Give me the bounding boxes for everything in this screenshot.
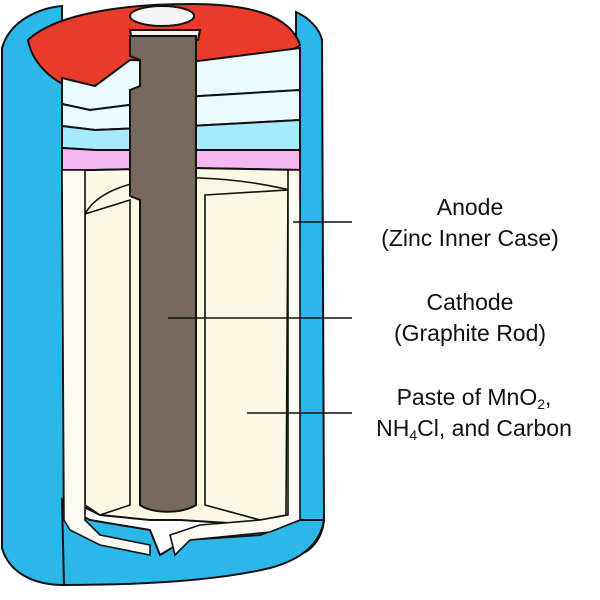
cathode-label: Cathode (Graphite Rod) — [355, 287, 585, 349]
cathode-label-line1: Cathode — [426, 289, 514, 315]
anode-label-line2: (Zinc Inner Case) — [381, 225, 559, 251]
paste-line2-subscript: 4 — [409, 427, 418, 443]
paste-line1-text: Paste of MnO — [396, 384, 538, 410]
anode-label: Anode (Zinc Inner Case) — [355, 192, 585, 254]
paste-line1-comma: , — [545, 384, 552, 410]
paste-cut-face-right — [204, 189, 289, 521]
paste-line2-text-b: Cl, and Carbon — [417, 415, 572, 441]
paste-label-line2: NH4Cl, and Carbon — [348, 413, 600, 444]
cap-terminal — [129, 5, 195, 27]
graphite-rod — [129, 35, 197, 513]
zinc-inner-right — [169, 169, 301, 557]
anode-label-line1: Anode — [436, 194, 504, 220]
paste-label: Paste of MnO2, NH4Cl, and Carbon — [348, 382, 600, 444]
cathode-label-line2: (Graphite Rod) — [393, 320, 547, 346]
paste-line2-text-a: NH — [376, 415, 410, 441]
paste-cut-face — [84, 198, 131, 516]
paste-line1-subscript: 2 — [537, 396, 546, 412]
zinc-inner-left — [61, 169, 151, 556]
outer-case-left-wall — [0, 4, 66, 587]
paste-label-line1: Paste of MnO2, — [348, 382, 600, 413]
paste-top-edge — [84, 176, 291, 215]
